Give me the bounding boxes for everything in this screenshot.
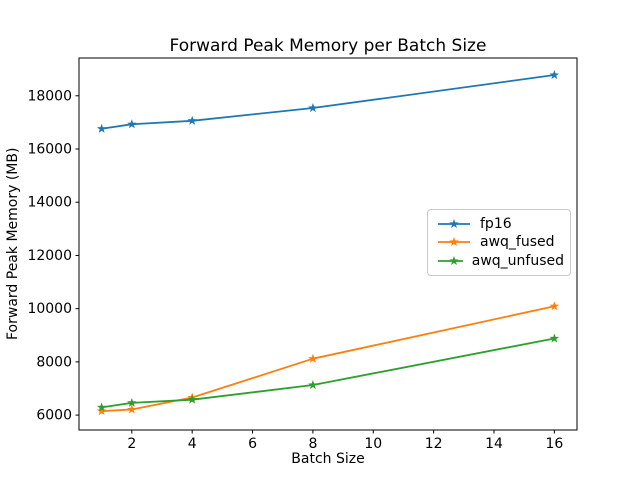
x-tick-label: 2 — [127, 436, 136, 452]
marker-star-awq_fused — [549, 301, 560, 311]
x-tick-label: 16 — [545, 436, 563, 452]
x-tick-label: 10 — [364, 436, 382, 452]
legend-line-sample-fp16 — [438, 219, 470, 229]
legend-star-icon — [449, 255, 459, 265]
y-tick-label: 12000 — [27, 248, 72, 264]
series-line-awq_unfused — [100, 337, 556, 409]
marker-star-fp16 — [96, 123, 107, 133]
legend-label: awq_fused — [480, 234, 555, 251]
marker-star-awq_unfused — [308, 380, 318, 390]
marker-star-awq_unfused — [549, 333, 560, 343]
marker-star-awq_fused — [96, 406, 107, 416]
marker-star-fp16 — [308, 103, 318, 113]
marker-star-awq_unfused — [127, 397, 137, 407]
x-tick-label: 8 — [308, 436, 317, 452]
legend-line-sample-awq_fused — [438, 237, 470, 247]
y-tick-label: 10000 — [27, 301, 72, 317]
marker-star-awq_fused — [308, 353, 318, 363]
y-tick-label: 14000 — [27, 195, 72, 211]
x-axis-label: Batch Size — [291, 451, 365, 467]
marker-star-fp16 — [549, 70, 560, 80]
legend-label: fp16 — [480, 216, 512, 233]
y-tick-label: 8000 — [36, 354, 72, 370]
y-tick-label: 16000 — [27, 142, 72, 158]
x-tick-label: 12 — [425, 436, 443, 452]
marker-star-awq_unfused — [187, 394, 197, 404]
axes-spines — [78, 57, 578, 431]
y-axis-label: Forward Peak Memory (MB) — [5, 147, 21, 341]
legend-entry-awq_fused: awq_fused — [437, 235, 564, 249]
chart-title: Forward Peak Memory per Batch Size — [169, 36, 487, 56]
legend-line-sample-awq_unfused — [438, 255, 463, 265]
legend-star-icon — [449, 219, 459, 229]
marker-star-awq_unfused — [96, 402, 107, 412]
series-line-awq_fused — [100, 305, 556, 413]
legend-label: awq_unfused — [471, 252, 564, 269]
legend-star-icon — [449, 237, 459, 247]
marker-star-fp16 — [187, 115, 197, 125]
y-tick-label: 18000 — [27, 88, 72, 104]
marker-star-awq_fused — [127, 404, 137, 414]
series-line-fp16 — [100, 74, 556, 130]
x-tick-label: 4 — [188, 436, 197, 452]
x-tick-label: 6 — [248, 436, 257, 452]
y-tick-label: 6000 — [36, 408, 72, 424]
legend-entry-awq_unfused: awq_unfused — [437, 254, 564, 268]
x-tick-label: 14 — [485, 436, 503, 452]
legend-entry-fp16: fp16 — [437, 217, 564, 231]
marker-star-fp16 — [127, 119, 137, 129]
